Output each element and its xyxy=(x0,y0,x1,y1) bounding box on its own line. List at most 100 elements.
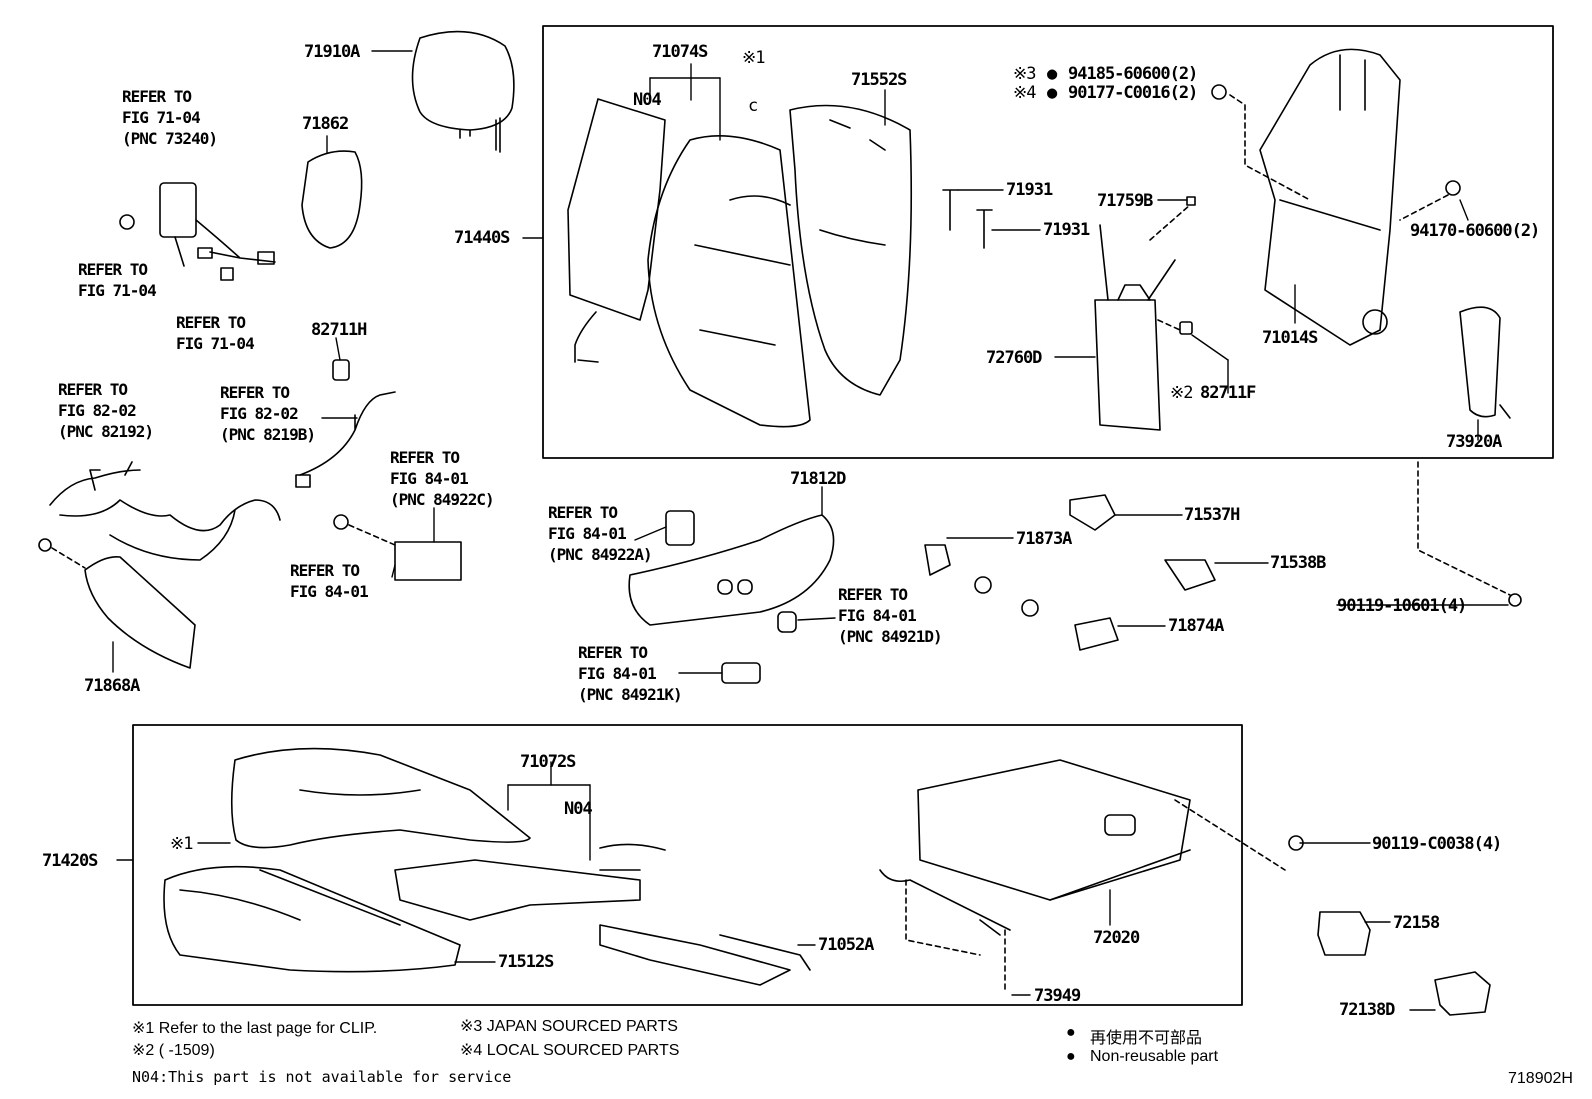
seatback-pad-drawing xyxy=(647,135,811,428)
cover-71862-drawing xyxy=(301,150,363,249)
part-label-71074S[interactable]: 71074S xyxy=(652,42,708,62)
part-label-71552S[interactable]: 71552S xyxy=(851,70,907,90)
part-label-82711F[interactable]: 82711F xyxy=(1200,383,1256,403)
part-label-71052A[interactable]: 71052A xyxy=(818,935,874,955)
refer-to-fig-71-04-pnc-73240[interactable]: REFER TO FIG 71-04 (PNC 73240) xyxy=(122,86,218,149)
headrest-drawing xyxy=(411,30,515,153)
part-label-90177-C0016[interactable]: 90177-C0016(2) xyxy=(1068,83,1198,103)
part-label-71538B[interactable]: 71538B xyxy=(1270,553,1326,573)
wire-harness-drawing xyxy=(49,461,281,561)
refer-line: FIG 71-04 xyxy=(78,281,157,300)
spring-drawing xyxy=(599,924,791,986)
part-label-N04-bottom[interactable]: N04 xyxy=(564,799,593,819)
part-label-71873A[interactable]: 71873A xyxy=(1016,529,1072,549)
refer-line: FIG 84-01 xyxy=(548,524,627,543)
part-label-72158[interactable]: 72158 xyxy=(1393,913,1440,933)
note3-marker: ※3 xyxy=(1013,64,1037,84)
part-label-71014S[interactable]: 71014S xyxy=(1262,328,1318,348)
clip-note-marker-top: ※1 xyxy=(742,48,766,68)
cushion-pad-lower-drawing xyxy=(163,865,461,973)
refer-line: (PNC 8219B) xyxy=(220,425,316,444)
seatback-frame-drawing xyxy=(1259,48,1401,346)
cushion-pad-upper-drawing xyxy=(230,747,531,849)
side-shield-drawing xyxy=(628,514,835,626)
refer-to-fig-82-02-pnc-82192[interactable]: REFER TO FIG 82-02 (PNC 82192) xyxy=(58,379,154,442)
part-label-73949[interactable]: 73949 xyxy=(1034,986,1081,1006)
refer-line: REFER TO xyxy=(78,260,148,279)
refer-line: FIG 84-01 xyxy=(578,664,657,683)
clip-note-marker-bottom: ※1 xyxy=(170,834,194,854)
refer-line: (PNC 84921D) xyxy=(838,627,943,646)
refer-to-fig-84-01-pnc-84921k[interactable]: REFER TO FIG 84-01 (PNC 84921K) xyxy=(578,642,683,705)
legend-bullet-icon: ● xyxy=(1066,1024,1076,1041)
footnote-82711F-range: ※2 ( -1509) xyxy=(132,1042,215,1059)
refer-line: (PNC 82192) xyxy=(58,422,154,441)
part-label-71910A[interactable]: 71910A xyxy=(304,42,360,62)
leader-lines xyxy=(112,50,1509,1011)
refer-line: REFER TO xyxy=(290,561,360,580)
part-label-71874A[interactable]: 71874A xyxy=(1168,616,1224,636)
legend-non-reusable-jp: 再使用不可部品 xyxy=(1090,1030,1203,1047)
refer-line: REFER TO xyxy=(220,383,290,402)
refer-line: REFER TO xyxy=(578,643,648,662)
part-label-90119-10601[interactable]: 90119-10601(4) xyxy=(1337,596,1467,616)
part-label-94170-60600[interactable]: 94170-60600(2) xyxy=(1410,221,1540,241)
part-label-71420S[interactable]: 71420S xyxy=(42,851,98,871)
part-label-72760D[interactable]: 72760D xyxy=(986,348,1042,368)
legend-non-reusable-en: Non-reusable part xyxy=(1090,1048,1219,1065)
refer-line: FIG 71-04 xyxy=(176,334,255,353)
refer-to-fig-84-01-pnc-84922c[interactable]: REFER TO FIG 84-01 (PNC 84922C) xyxy=(390,447,495,510)
footnote-n04-not-available: N04:This part is not available for servi… xyxy=(132,1068,512,1086)
part-label-72020[interactable]: 72020 xyxy=(1093,928,1140,948)
part-label-71862[interactable]: 71862 xyxy=(302,114,349,134)
part-label-71931-a[interactable]: 71931 xyxy=(1006,180,1053,200)
clip-icon: c xyxy=(748,96,758,116)
part-label-71512S[interactable]: 71512S xyxy=(498,952,554,972)
refer-line: (PNC 84922C) xyxy=(390,490,495,509)
refer-to-fig-71-04-b[interactable]: REFER TO FIG 71-04 xyxy=(176,312,255,354)
refer-line: REFER TO xyxy=(548,503,618,522)
part-label-71759B[interactable]: 71759B xyxy=(1097,191,1153,211)
note4-marker: ※4 xyxy=(1013,83,1037,103)
non-reusable-bullet-icon: ● xyxy=(1047,64,1057,84)
footnote-clip: ※1 Refer to the last page for CLIP. xyxy=(132,1020,378,1037)
part-label-71931-b[interactable]: 71931 xyxy=(1043,220,1090,240)
seat-cushion-group-frame xyxy=(132,724,1243,1006)
refer-to-fig-84-01-pnc-84921d[interactable]: REFER TO FIG 84-01 (PNC 84921D) xyxy=(838,584,943,647)
part-label-73920A[interactable]: 73920A xyxy=(1446,432,1502,452)
refer-line: FIG 71-04 xyxy=(122,108,201,127)
refer-line: REFER TO xyxy=(58,380,128,399)
pad-mat-drawing xyxy=(567,98,666,321)
refer-to-fig-71-04-a[interactable]: REFER TO FIG 71-04 xyxy=(78,259,157,301)
part-label-71440S[interactable]: 71440S xyxy=(454,228,510,248)
refer-line: REFER TO xyxy=(176,313,246,332)
legend-bullet-icon: ● xyxy=(1066,1048,1076,1065)
part-label-71537H[interactable]: 71537H xyxy=(1184,505,1240,525)
panel-71868A-drawing xyxy=(84,555,196,669)
seatback-group-frame xyxy=(542,25,1554,459)
refer-line: REFER TO xyxy=(838,585,908,604)
refer-line: FIG 82-02 xyxy=(220,404,299,423)
refer-to-fig-82-02-pnc-8219b[interactable]: REFER TO FIG 82-02 (PNC 8219B) xyxy=(220,382,316,445)
part-label-N04-top[interactable]: N04 xyxy=(633,90,662,110)
refer-line: (PNC 84922A) xyxy=(548,545,653,564)
refer-line: (PNC 84921K) xyxy=(578,685,683,704)
refer-to-fig-84-01-pnc-84922a[interactable]: REFER TO FIG 84-01 (PNC 84922A) xyxy=(548,502,653,565)
part-label-90119-C0038[interactable]: 90119-C0038(4) xyxy=(1372,834,1502,854)
part-label-82711H[interactable]: 82711H xyxy=(311,320,367,340)
refer-line: REFER TO xyxy=(390,448,460,467)
footnote-local-sourced: ※4 LOCAL SOURCED PARTS xyxy=(460,1042,680,1059)
part-label-72138D[interactable]: 72138D xyxy=(1339,1000,1395,1020)
footnote-japan-sourced: ※3 JAPAN SOURCED PARTS xyxy=(460,1018,678,1035)
part-label-71072S[interactable]: 71072S xyxy=(520,752,576,772)
refer-line: FIG 84-01 xyxy=(290,582,369,601)
refer-to-fig-84-01-a[interactable]: REFER TO FIG 84-01 xyxy=(290,560,369,602)
refer-line: FIG 84-01 xyxy=(838,606,917,625)
part-label-71812D[interactable]: 71812D xyxy=(790,469,846,489)
part-label-71868A[interactable]: 71868A xyxy=(84,676,140,696)
part-label-94185-60600[interactable]: 94185-60600(2) xyxy=(1068,64,1198,84)
note2-marker: ※2 xyxy=(1170,383,1194,403)
refer-line: REFER TO xyxy=(122,87,192,106)
seat-adjuster-drawing xyxy=(917,759,1191,901)
